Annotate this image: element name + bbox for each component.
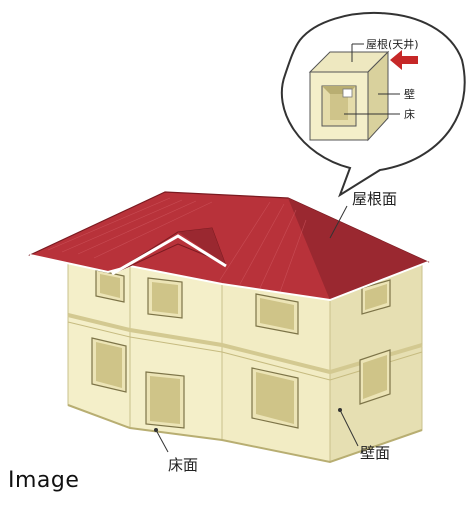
label-floor-small: 床 bbox=[404, 107, 415, 121]
house bbox=[28, 191, 430, 464]
window-lower-left bbox=[91, 337, 127, 393]
label-wall-surface: 壁面 bbox=[360, 444, 390, 462]
window-upper-right-front bbox=[255, 293, 299, 335]
window-upper-left bbox=[95, 269, 125, 303]
label-roof-surface: 屋根面 bbox=[352, 190, 397, 208]
gable-roof bbox=[111, 227, 227, 276]
window-lower-right-front bbox=[251, 367, 299, 429]
window-upper-right-side bbox=[361, 279, 391, 315]
label-roof-ceiling: 屋根(天井) bbox=[366, 37, 419, 51]
door-lower-center bbox=[145, 371, 185, 429]
label-floor-surface: 床面 bbox=[168, 456, 198, 474]
main-roof bbox=[28, 191, 430, 302]
label-wall-small: 壁 bbox=[404, 87, 415, 101]
window-upper-center bbox=[147, 277, 183, 319]
image-caption: Image bbox=[8, 468, 80, 493]
window-lower-right-side bbox=[359, 349, 391, 405]
wall-cube-detail bbox=[308, 43, 418, 142]
red-arrow-icon bbox=[390, 50, 418, 70]
